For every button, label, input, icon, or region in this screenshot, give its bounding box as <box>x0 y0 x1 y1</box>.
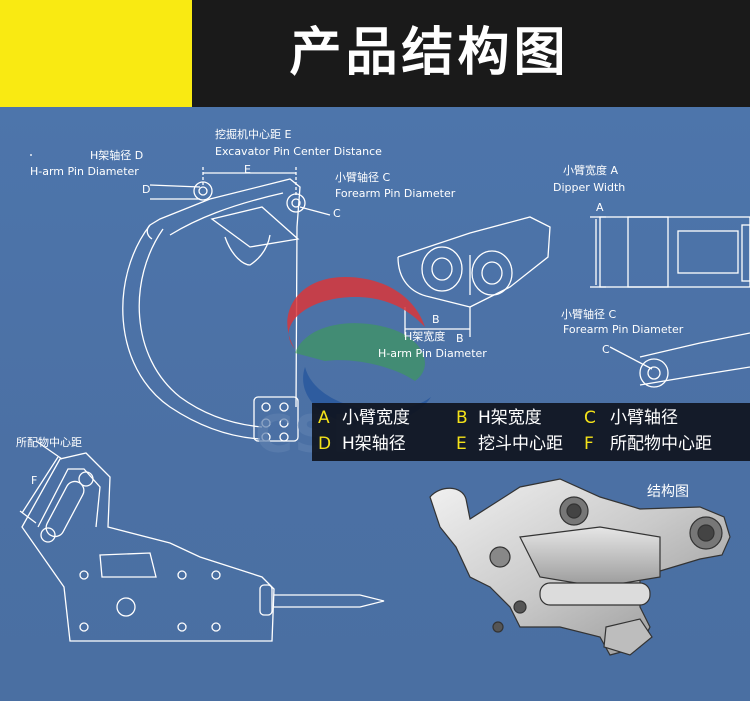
legend-d-letter: D <box>318 434 332 454</box>
blueprint-drawing <box>19 154 750 656</box>
legend-b-letter: B <box>456 408 468 428</box>
header-accent-block <box>0 0 192 107</box>
c-label-cn: 小臂轴径 C <box>335 171 391 184</box>
c2-label-cn: 小臂轴径 C <box>561 308 617 321</box>
legend-a-letter: A <box>318 408 330 428</box>
b-label-cn: H架宽度 <box>404 330 446 343</box>
f-label-cn: 所配物中心距 <box>16 436 82 449</box>
legend-c-text: 小臂轴径 <box>610 408 678 428</box>
forearm-drawing <box>609 332 750 388</box>
legend-f-text: 所配物中心距 <box>610 434 712 454</box>
pin-bracket-drawing <box>397 216 551 337</box>
a-dimension-mark: A <box>596 201 604 214</box>
breaker-drawing <box>19 440 385 642</box>
legend-b-text: H架宽度 <box>478 408 542 428</box>
c2-label-en: Forearm Pin Diameter <box>563 323 684 336</box>
legend-e-text: 挖斗中心距 <box>478 434 563 454</box>
d-dimension-mark: D <box>142 183 151 196</box>
a-label-en: Dipper Width <box>553 181 626 194</box>
blueprint-diagram: CSRB H架轴径 D H-arm Pin Diameter D 挖掘机中心距 … <box>0 107 750 701</box>
legend-panel: A 小臂宽度 B H架宽度 C 小臂轴径 D H架轴径 E 挖斗中心距 F 所配… <box>312 403 750 461</box>
dipper-drawing <box>590 216 750 288</box>
b-label-en: H-arm Pin Diameter <box>378 347 487 360</box>
e-label-en: Excavator Pin Center Distance <box>215 145 382 158</box>
e-label-cn: 挖掘机中心距 E <box>215 128 292 141</box>
b-dimension-mark-2: B <box>456 332 464 345</box>
page-title: 产品结构图 <box>289 23 570 83</box>
coupler-render <box>429 478 731 656</box>
b-dimension-mark: B <box>432 313 440 326</box>
legend-e-letter: E <box>456 434 467 454</box>
legend-a-text: 小臂宽度 <box>342 408 410 428</box>
h-pin-label-cn: H架轴径 D <box>90 149 144 162</box>
f-dimension-mark: F <box>31 474 38 487</box>
structure-label: 结构图 <box>647 484 689 500</box>
legend-c-letter: C <box>584 408 596 428</box>
legend-d-text: H架轴径 <box>342 434 406 454</box>
h-pin-label-en: H-arm Pin Diameter <box>30 165 139 178</box>
bucket-drawing <box>30 154 331 442</box>
c2-dimension-mark: C <box>602 343 610 356</box>
a-label-cn: 小臂宽度 A <box>563 164 619 177</box>
c-dimension-mark: C <box>333 207 341 220</box>
legend-f-letter: F <box>584 434 594 454</box>
header: 产品结构图 <box>0 0 750 107</box>
e-dimension-mark: E <box>244 163 251 176</box>
c-label-en: Forearm Pin Diameter <box>335 187 456 200</box>
